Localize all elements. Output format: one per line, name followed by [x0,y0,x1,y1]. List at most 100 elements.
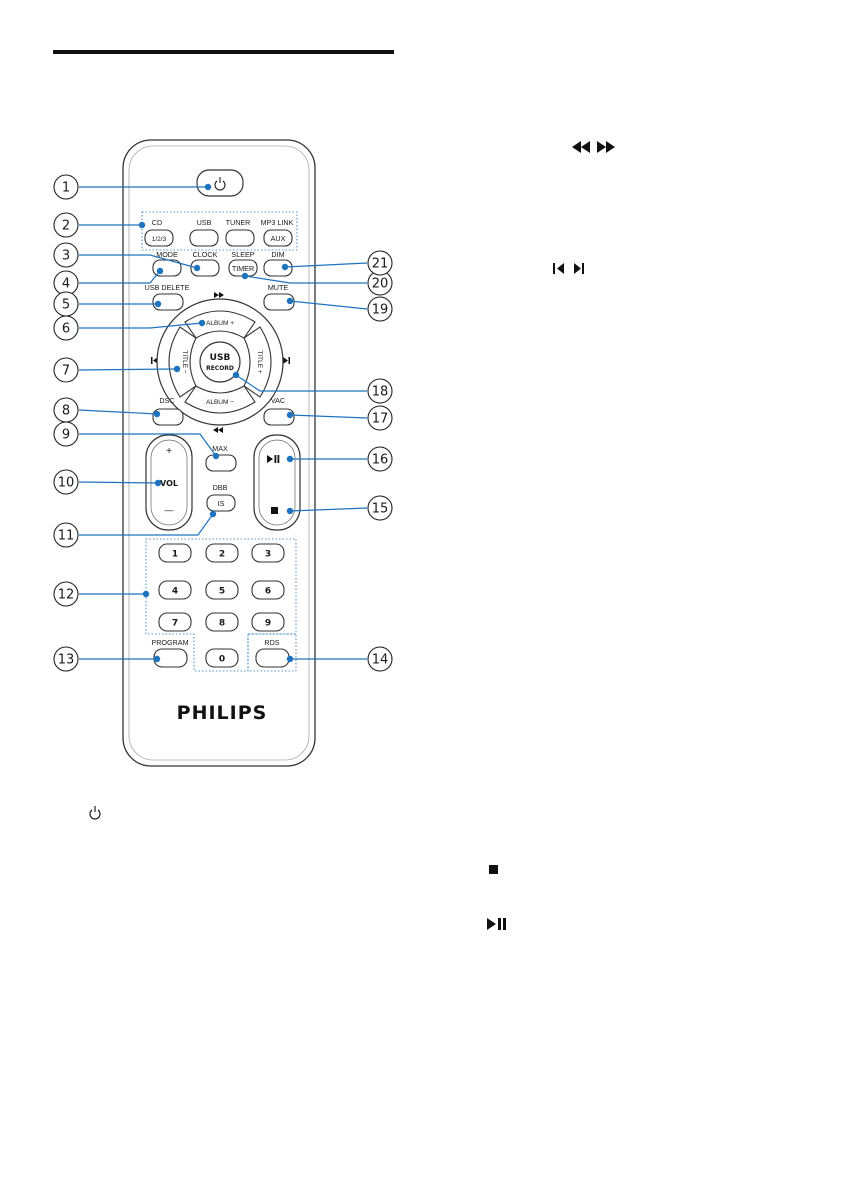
callout-number: 13 [58,653,75,668]
numpad-key-label: 4 [172,587,178,597]
sleep-label: SLEEP [231,250,254,259]
play-pause-icon [487,918,506,930]
rds-label: RDS [264,638,279,647]
section-header-rule [53,50,394,54]
callout-dot [287,412,293,418]
power-icon [90,806,100,819]
numpad-key-label: 3 [265,550,271,560]
is-label: IS [218,499,225,508]
program-label: PROGRAM [151,638,188,647]
callout-number: 4 [62,277,70,292]
numpad-key-6[interactable]: 6 [252,581,284,599]
numpad-key-label: 1 [172,550,178,560]
usb-record-usb-label: USB [210,353,231,363]
tuner-button[interactable] [226,230,254,246]
dbb-label: DBB [213,483,228,492]
numpad-key-label: 7 [172,619,178,629]
max-button[interactable] [206,455,236,471]
vol-plus-label: + [166,446,172,457]
callout-dot [139,222,145,228]
numpad-key-2[interactable]: 2 [206,544,238,562]
callout-number: 2 [62,219,70,234]
title-minus-label: TITLE − [181,350,188,374]
power-button[interactable] [197,170,243,196]
callout-dot [143,591,149,597]
callout-dot [233,372,239,378]
callout-dot [210,511,216,517]
usb-record-record-label: RECORD [206,365,234,372]
dim-label: DIM [271,250,284,259]
mp3link-label: MP3 LINK [261,218,294,227]
mute-label: MUTE [268,283,289,292]
album-minus-label: ALBUM − [206,399,234,406]
timer-label: TIMER [232,264,254,273]
callout-number: 11 [58,529,75,544]
callout-number: 3 [62,249,70,264]
tuner-label: TUNER [226,218,251,227]
clock-label: CLOCK [193,250,218,259]
callout-dot [155,480,161,486]
rocker-stop-icon [271,507,278,514]
callout-number: 19 [372,303,389,318]
callout-dot [199,320,205,326]
numpad-key-label: 9 [265,619,271,629]
cd-button[interactable]: 1/2/3 [145,230,173,246]
aux-button[interactable]: AUX [264,230,292,246]
callout-dot [154,411,160,417]
callout-number: 21 [372,257,389,272]
callout-dot [282,264,288,270]
callout-dot [157,268,163,274]
numpad-key-8[interactable]: 8 [206,613,238,631]
callout-number: 17 [372,412,389,427]
callout-dot [287,456,293,462]
prev-next-icon [553,263,584,274]
brand-logo: PHILIPS [177,702,268,724]
callout-dot [287,656,293,662]
play-stop-rocker[interactable] [254,435,300,530]
numpad-key-label: 2 [219,550,225,560]
callout-number: 5 [62,298,70,313]
callout-number: 7 [62,364,70,379]
numpad-key-7[interactable]: 7 [159,613,191,631]
callout-dot [287,508,293,514]
callout-dot [287,298,293,304]
numpad-key-3[interactable]: 3 [252,544,284,562]
callout-dot [213,453,219,459]
vol-minus-label: — [165,505,174,515]
usb-label: USB [197,218,212,227]
numpad-key-5[interactable]: 5 [206,581,238,599]
callout-number: 6 [62,322,70,337]
numpad-key-9[interactable]: 9 [252,613,284,631]
numpad-key-label: 0 [219,655,225,665]
callout-dot [205,184,211,190]
numpad-key-label: 5 [219,587,225,597]
rewind-fastforward-icon [572,141,615,153]
callout-number: 8 [62,404,70,419]
title-plus-label: TITLE + [256,350,263,374]
callout-number: 16 [372,453,389,468]
numpad-key-0[interactable]: 0 [206,649,238,667]
album-plus-label: ALBUM + [206,320,234,327]
rds-button[interactable] [256,649,289,667]
numpad-key-1[interactable]: 1 [159,544,191,562]
aux-key-label: AUX [271,234,286,243]
usb-delete-label: USB DELETE [145,283,190,292]
is-button[interactable]: IS [207,495,235,511]
cd-label: CD [152,218,162,227]
callout-number: 14 [372,653,389,668]
callout-number: 10 [58,476,75,491]
vac-label: VAC [271,396,285,405]
vol-label: VOL [160,479,178,488]
callout-dot [242,273,248,279]
cd-key-label: 1/2/3 [152,236,167,243]
callout-dot [155,301,161,307]
callout-number: 9 [62,428,70,443]
numpad-key-4[interactable]: 4 [159,581,191,599]
callout-number: 20 [372,277,389,292]
usb-button[interactable] [190,230,218,246]
callout-number: 12 [58,588,75,603]
callout-number: 1 [62,181,70,196]
stop-icon [489,865,498,874]
callout-dot [194,265,200,271]
